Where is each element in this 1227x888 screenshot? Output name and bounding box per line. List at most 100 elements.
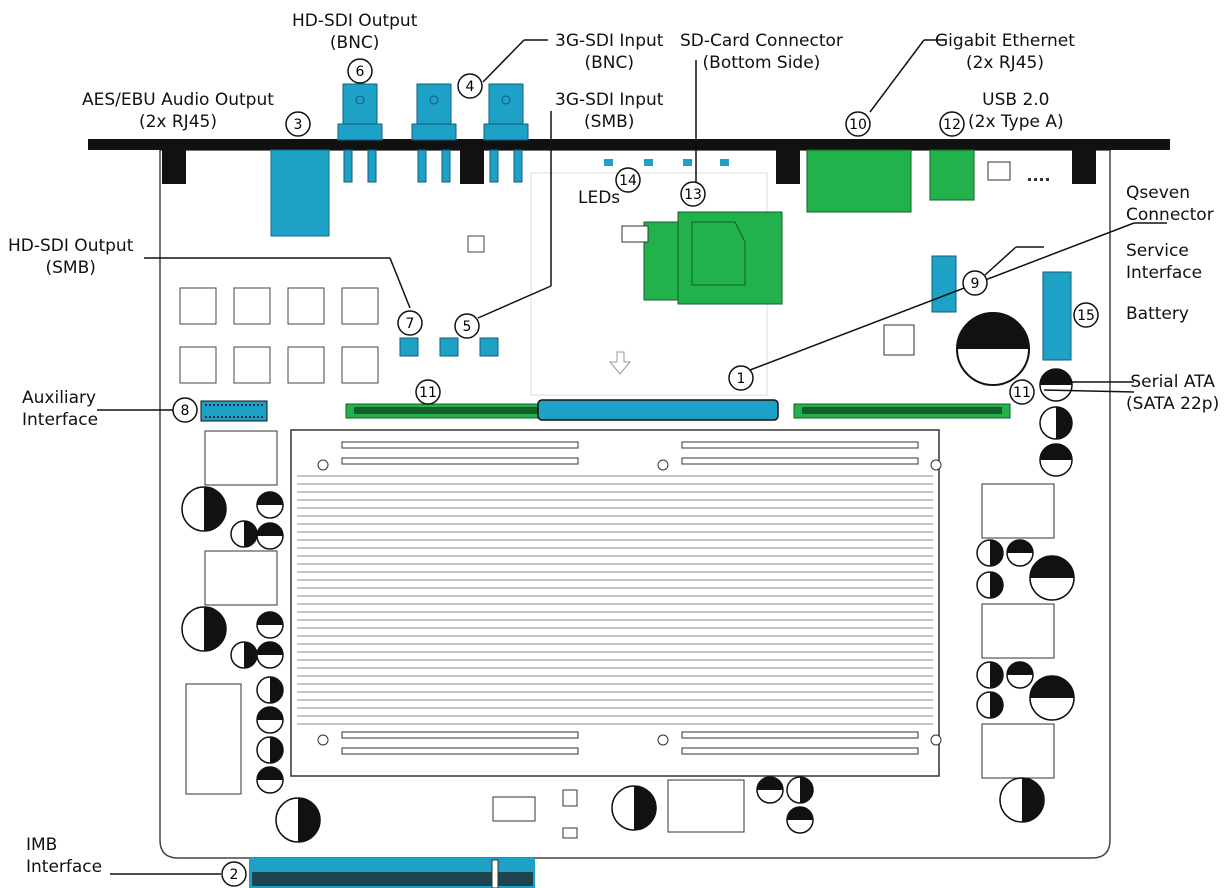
coin-battery xyxy=(956,312,1030,386)
callout-sata: 11 xyxy=(415,379,441,405)
callout-number: 13 xyxy=(684,187,702,203)
label-usb: USB 2.0(2x Type A) xyxy=(968,90,1064,132)
capacitor xyxy=(756,776,784,804)
capacitor xyxy=(256,522,284,550)
label-sd-card: SD-Card Connector(Bottom Side) xyxy=(680,31,843,73)
callout-service: 9 xyxy=(962,270,988,296)
label-serial-ata: Serial ATA(SATA 22p) xyxy=(1126,372,1220,414)
callout-imb: 2 xyxy=(221,861,247,887)
label-leds: LEDs xyxy=(578,188,621,208)
callout-usb: 12 xyxy=(939,111,965,137)
bnc-connectors xyxy=(337,83,529,183)
capacitor xyxy=(256,611,284,639)
capacitor xyxy=(275,797,321,843)
callout-aux: 8 xyxy=(172,397,198,423)
capacitor xyxy=(976,691,1004,719)
label-3g-sdi-smb: 3G-SDI Input(SMB) xyxy=(555,90,664,132)
callout-battery: 15 xyxy=(1073,302,1099,328)
leds xyxy=(604,159,729,166)
capacitor xyxy=(256,676,284,704)
callout-number: 12 xyxy=(943,117,961,133)
capacitor xyxy=(1039,406,1073,440)
callout-aes-ebu: 3 xyxy=(285,111,311,137)
capacitor xyxy=(256,706,284,734)
callout-number: 5 xyxy=(463,319,472,335)
usb-connector xyxy=(929,149,975,201)
capacitor xyxy=(611,785,657,831)
capacitor xyxy=(256,766,284,794)
label-gigabit-ethernet: Gigabit Ethernet(2x RJ45) xyxy=(935,31,1075,73)
capacitor xyxy=(1029,675,1075,721)
capacitor xyxy=(976,571,1004,599)
capacitor xyxy=(1006,539,1034,567)
callout-number: 15 xyxy=(1077,308,1095,324)
capacitor xyxy=(1039,443,1073,477)
capacitor xyxy=(230,520,258,548)
callout-leds: 14 xyxy=(615,167,641,193)
callout-number: 4 xyxy=(466,79,475,95)
capacitor xyxy=(256,736,284,764)
label-hd-sdi-smb: HD-SDI Output(SMB) xyxy=(8,236,134,278)
capacitor xyxy=(1029,555,1075,601)
capacitor xyxy=(1039,368,1073,402)
callout-sd-card: 13 xyxy=(680,181,706,207)
qseven-connector xyxy=(537,399,779,421)
callout-sdi3g-smb: 5 xyxy=(454,313,480,339)
front-bezel xyxy=(88,139,1170,150)
callout-number: 7 xyxy=(406,316,415,332)
auxiliary-interface-connector xyxy=(200,400,268,422)
callout-sdi3g-bnc: 4 xyxy=(457,73,483,99)
capacitor xyxy=(786,806,814,834)
imb-interface-connector xyxy=(249,858,535,888)
capacitor xyxy=(1006,661,1034,689)
dimm-slots xyxy=(317,441,942,755)
capacitor xyxy=(181,606,227,652)
sd-card-connector xyxy=(621,211,783,305)
callout-number: 11 xyxy=(419,385,437,401)
capacitor xyxy=(181,486,227,532)
capacitor xyxy=(786,776,814,804)
battery-connector xyxy=(1042,271,1072,361)
callout-number: 2 xyxy=(230,867,239,883)
callout-number: 9 xyxy=(971,276,980,292)
callout-hd-sdi-smb: 7 xyxy=(397,310,423,336)
pcb-outline xyxy=(159,149,1111,859)
callout-number: 6 xyxy=(356,64,365,80)
sdi-ics xyxy=(179,287,379,384)
label-hd-sdi-bnc: HD-SDI Output(BNC) xyxy=(292,11,418,53)
capacitor xyxy=(976,661,1004,689)
service-interface-connector xyxy=(931,255,957,313)
label-aes-ebu: AES/EBU Audio Output(2x RJ45) xyxy=(82,90,274,132)
capacitor xyxy=(256,641,284,669)
callout-gig-eth: 10 xyxy=(845,111,871,137)
callout-sata: 11 xyxy=(1009,379,1035,405)
aes-ebu-connector xyxy=(270,149,330,237)
callout-number: 11 xyxy=(1013,385,1031,401)
capacitor xyxy=(256,491,284,519)
leader-lines xyxy=(97,39,1167,875)
bezel-standoffs xyxy=(162,150,1096,184)
label-3g-sdi-bnc: 3G-SDI Input(BNC) xyxy=(555,31,664,73)
gigabit-ethernet-connector xyxy=(806,149,912,213)
capacitor xyxy=(999,777,1045,823)
memory-area xyxy=(290,429,940,777)
callout-number: 10 xyxy=(849,117,867,133)
callout-hd-sdi-bnc: 6 xyxy=(347,58,373,84)
callout-number: 1 xyxy=(737,371,746,387)
label-battery: Battery xyxy=(1126,304,1189,324)
callout-number: 14 xyxy=(619,173,637,189)
sata-connectors xyxy=(345,403,1011,419)
right-power-components xyxy=(492,483,1055,839)
capacitor xyxy=(976,539,1004,567)
callout-number: 8 xyxy=(181,403,190,419)
callout-number: 3 xyxy=(294,117,303,133)
callout-qseven: 1 xyxy=(728,365,754,391)
left-power-components xyxy=(185,430,278,795)
smb-connectors xyxy=(399,337,499,357)
